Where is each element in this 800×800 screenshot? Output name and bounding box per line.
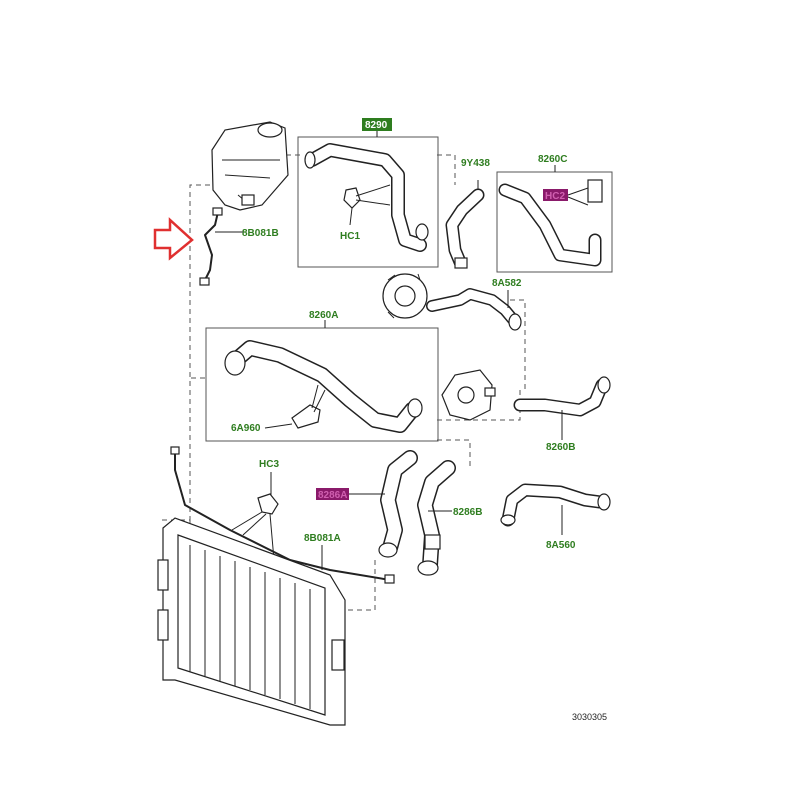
highlight-8286A-box [316,488,349,500]
radiator [157,517,346,726]
label-8290: 8290 [365,120,388,131]
expansion-tank [211,121,289,211]
label-8B081A: 8B081A [304,533,341,544]
hose-clamp-hc3 [231,493,279,561]
hose-8A560 [500,483,611,535]
hose-8A582 [426,288,522,331]
label-8260A: 8260A [309,310,338,321]
hose-8286B [417,460,456,576]
label-8A582: 8A582 [492,278,522,289]
label-9Y438: 9Y438 [461,158,490,169]
hose-8286A [378,450,418,558]
part-8B081A-harness [170,446,395,584]
red-outline-arrow-right-icon [153,217,194,261]
frame-8260A [205,327,439,442]
label-8286A: 8286A [318,490,347,501]
hose-8260C [498,179,603,267]
label-8286B: 8286B [453,507,482,518]
label-hc3: HC3 [259,459,279,470]
label-hc1: HC1 [340,231,360,242]
hose-8290 [304,143,429,252]
hose-clamp-hc1 [343,184,391,226]
label-8290-box [362,118,392,131]
label-8B081B: 8B081B [242,228,279,239]
water-pump-upper [382,273,428,319]
label-8260B: 8260B [546,442,575,453]
highlight-hc2-box [543,189,568,201]
label-8A560: 8A560 [546,540,576,551]
hose-9Y438 [445,180,485,269]
kit-8290-frame [297,131,439,268]
hose-8260A [224,340,423,433]
hose-8260B [513,376,611,440]
thermostat-housing [441,369,496,421]
bracket-6A960 [264,384,326,429]
label-hc2: HC2 [545,191,565,202]
reference-number: 3030305 [572,712,607,722]
label-8260C: 8260C [538,154,567,165]
part-8B081B-harness [199,207,243,286]
label-6A960: 6A960 [231,423,261,434]
